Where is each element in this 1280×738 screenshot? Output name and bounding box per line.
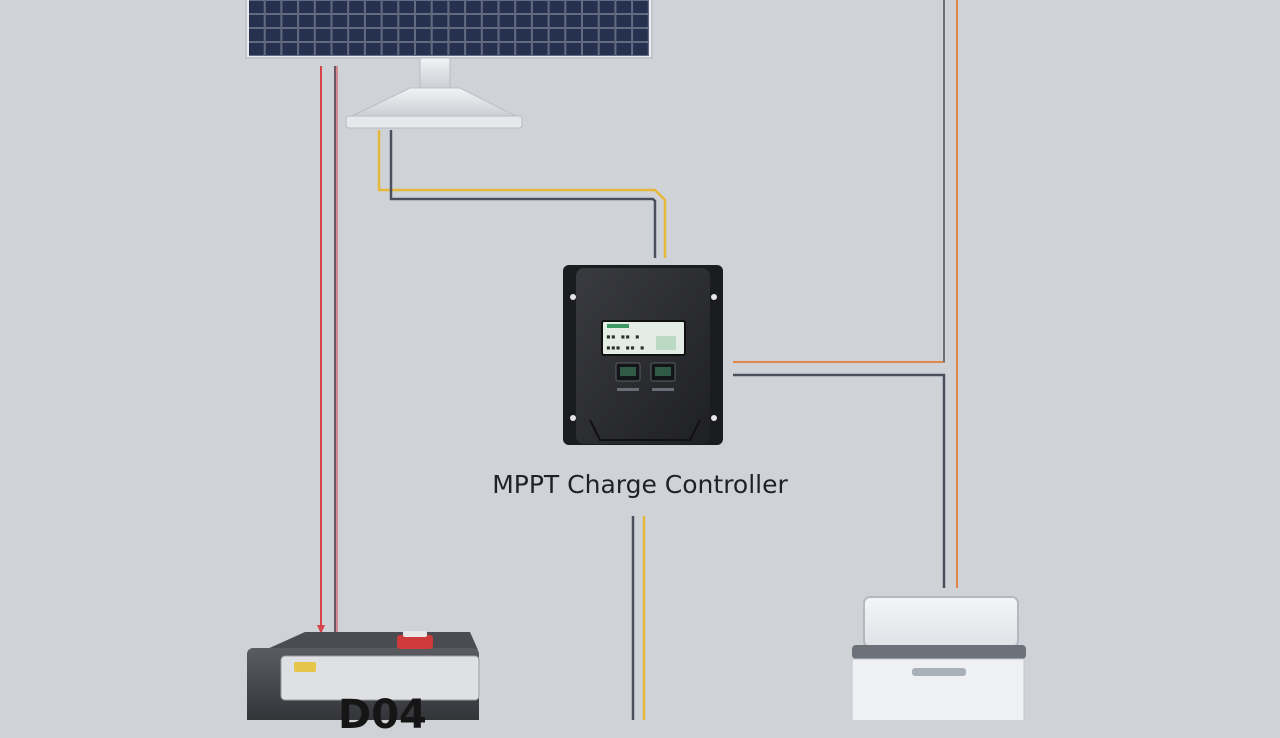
wire-panel-controller-yellow — [377, 130, 667, 258]
solar-panel-icon — [245, 0, 653, 129]
fridge-icon — [851, 596, 1026, 720]
battery-icon — [247, 631, 480, 720]
wire-panel-controller-dark — [389, 130, 657, 258]
lcd-readout-line2: ▪▪▪ ▪▪ ▪ — [606, 343, 645, 352]
wiring-diagram — [245, 0, 1026, 720]
battery-label: D04 — [338, 692, 427, 738]
wire-arrow-red — [317, 625, 325, 634]
charge-controller-icon — [563, 265, 723, 445]
wire-controller-load-dark — [733, 373, 946, 588]
controller-caption: MPPT Charge Controller — [492, 470, 788, 499]
lcd-readout-line1: ▪▪ ▪▪ ▪ — [606, 332, 640, 341]
wire-controller-load-orange — [733, 0, 945, 363]
wires — [317, 0, 958, 720]
